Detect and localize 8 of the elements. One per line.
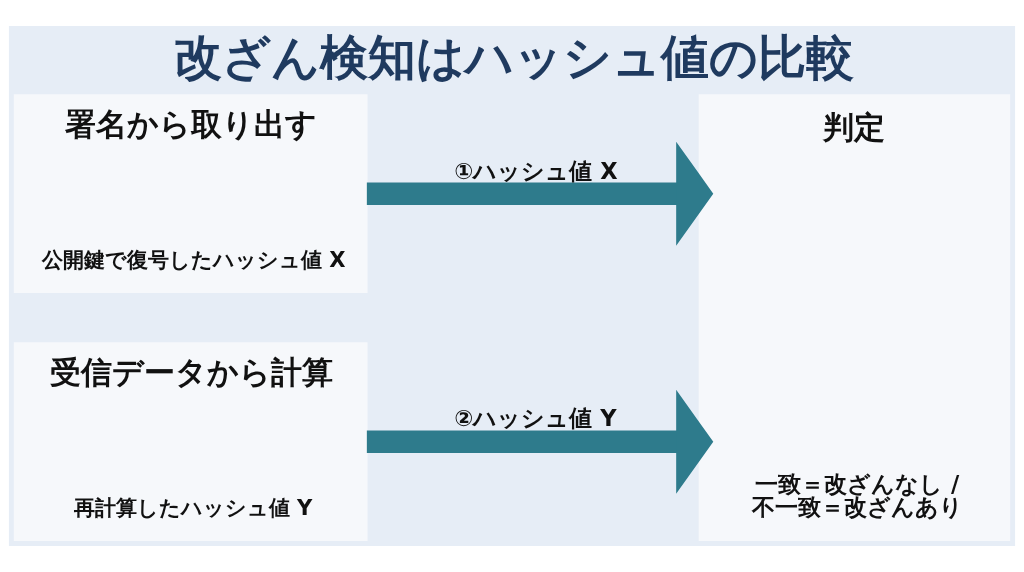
diagram-title: 改ざん検知はハッシュ値の比較: [174, 30, 855, 86]
edge-label: ①ハッシュ値 X: [454, 158, 618, 185]
node-box: 判定 一致＝改ざんなし / 不一致＝改ざんあり: [698, 94, 1011, 542]
node-box: 署名から取り出す 公開鍵で復号したハッシュ値 X: [13, 94, 368, 294]
arrow: [366, 141, 714, 246]
edge-label: ②ハッシュ値 Y: [454, 404, 617, 431]
arrow: [366, 389, 714, 494]
node-box: 受信データから計算 再計算したハッシュ値 Y: [13, 342, 368, 542]
